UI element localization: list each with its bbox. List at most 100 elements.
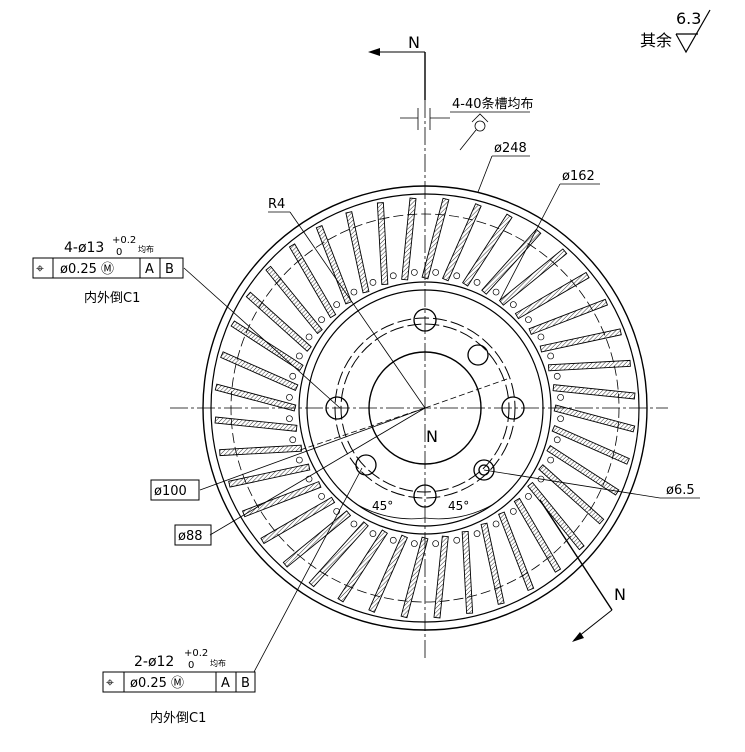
rib [528,298,609,335]
section-label-top: N [408,33,420,52]
rib [241,481,322,518]
rib [514,271,590,320]
rib [230,320,304,371]
slot-end [553,372,561,380]
slot-end [286,393,293,401]
dia-outer-label: ø248 [494,141,527,156]
slot-end [537,475,545,483]
locating-hole-upper-right [467,344,489,366]
slot-end [453,272,461,280]
slot-end [547,456,554,464]
callout-top-chamfer: 内外倒C1 [84,290,140,306]
slot-end [350,288,358,296]
slot-end [473,279,481,286]
slot-note: 4-40条槽均布 [452,96,534,112]
bolt-hole-bottom [413,484,437,508]
rib [538,464,605,525]
dia-88-box: ø88 [174,524,212,546]
rib [308,521,369,588]
slot-end [318,316,325,324]
dia-inner-ring-label: ø162 [562,169,595,184]
slot-end [305,333,313,341]
bolt-hole-top [413,308,437,332]
callout-bottom-suffix: 均布 [210,658,226,668]
bolt-holes [325,308,525,508]
callout-bottom-tol-upper: +0.2 [184,648,208,659]
callout-top-suffix: 均布 [138,244,154,254]
rib [220,351,299,392]
slot-end [509,508,517,515]
angle-right-label: 45° [448,499,469,513]
slot-end [318,492,325,500]
callout-bottom-frame-datum-b: B [241,676,250,691]
leader-lines [183,108,700,673]
rib [433,535,449,619]
rib [228,463,311,488]
rib [315,224,352,305]
rib [400,536,429,619]
rib [401,197,417,281]
slot-end [369,279,377,286]
small-hole-inner [478,464,490,476]
locating-hole-lower-left [355,454,377,476]
rib [498,248,568,306]
rib [368,534,409,613]
rib [421,197,450,280]
slot-end [289,436,297,444]
rib [480,522,505,605]
rib [498,511,535,592]
slot-end [553,436,561,444]
callout-top-frame-datum-b: B [165,262,174,277]
slot-end [333,301,341,308]
slot-end [389,536,397,544]
slot-end [557,415,564,423]
roughness-prefix: 其余 [640,31,672,50]
rib [260,496,336,545]
callout-bottom-frame-tol: ø0.25 Ⓜ [130,676,184,691]
rib [337,529,388,603]
center-label: N [426,427,438,446]
slot-end [369,530,377,537]
slot-end [286,415,293,423]
callout-bottom-frame-symbol: ⌖ [106,675,114,691]
dia-100-box: ø100 [150,479,200,501]
callout-top-frame-datum-a: A [145,262,154,277]
callout-top-spec: 4-ø13 [64,240,104,256]
callout-top: 4-ø13 +0.2 0 均布 ⌖ ø0.25 Ⓜ A B 内外倒C1 [32,235,184,306]
small-hole-outer [473,459,495,481]
slot-end [509,301,517,308]
rib [376,202,389,286]
callout-bottom-spec: 2-ø12 [134,654,174,670]
rib [553,404,636,433]
slot-end [432,269,440,276]
slot-end [410,269,418,276]
slot-end [492,520,500,528]
slot-end [296,352,303,360]
callout-top-tol-lower: 0 [116,247,122,258]
slot-end [453,536,461,544]
rib [245,291,312,352]
disc-outline [202,185,648,631]
center-lines [170,100,668,660]
rib [513,497,562,573]
section-marker-bottom: N [539,499,626,642]
rib [551,424,630,465]
bolt-hole-left [325,396,349,420]
angle-left-label: 45° [372,499,393,513]
rib [527,481,585,551]
rib [282,510,352,568]
slot-end [296,456,303,464]
slot-end [350,520,358,528]
rib [462,213,513,287]
rib [539,328,622,353]
ventilation-ribs [214,197,636,619]
radius-label: R4 [268,197,285,212]
dia-88-label: ø88 [178,529,203,544]
rib [265,265,323,335]
slot-end [333,508,341,515]
rib [288,243,337,319]
rib [461,530,474,614]
slot-end [389,272,397,280]
rib [345,211,370,294]
